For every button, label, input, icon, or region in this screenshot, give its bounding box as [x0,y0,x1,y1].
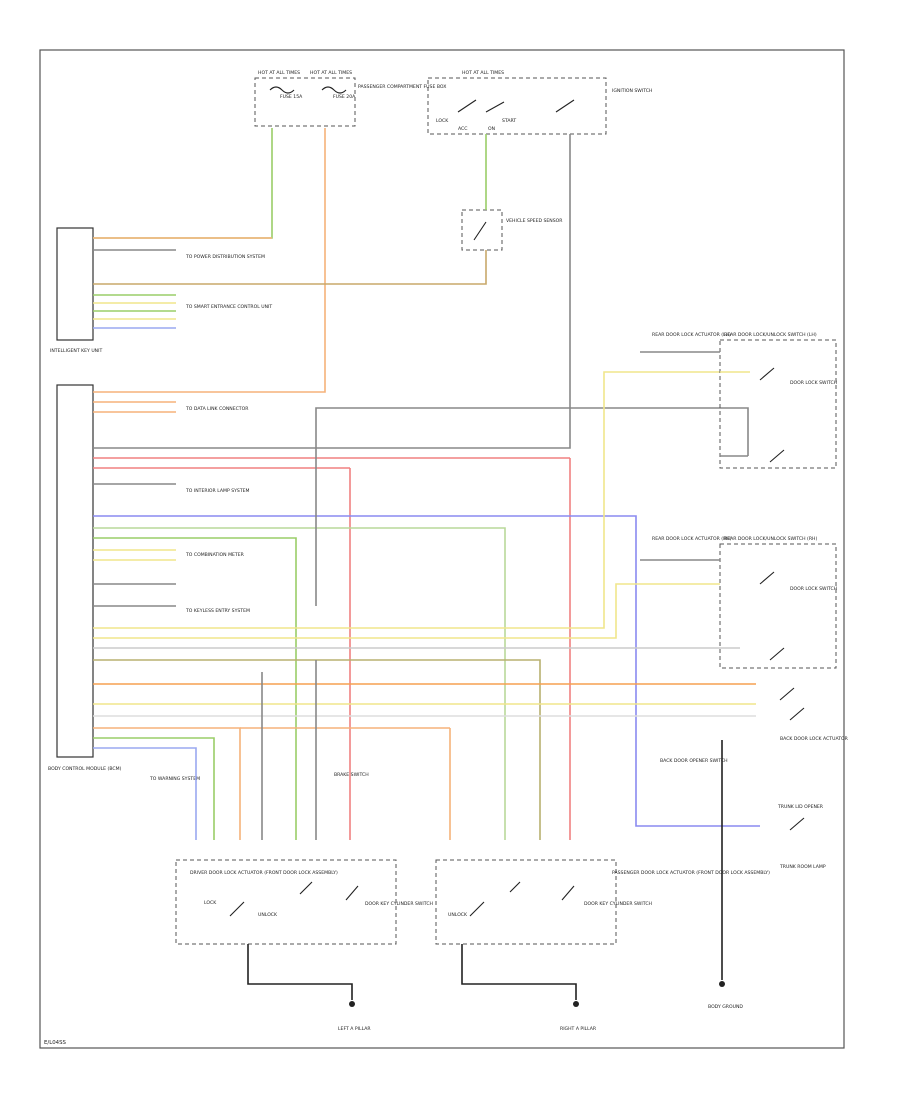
ground-back-dot [719,981,725,987]
wire-orange-driver [93,727,241,840]
driver-door-label: DRIVER DOOR LOCK ACTUATOR (FRONT DOOR LO… [190,870,338,876]
fuse-b-symbol [321,86,347,94]
rear-rh-box [719,543,837,669]
rear-lh-box-label: REAR DOOR LOCK/UNLOCK SWITCH (LH) [724,332,817,338]
wire-green-b [93,527,506,840]
ground-driver-dot [349,1001,355,1007]
rear-rh-box-label: REAR DOOR LOCK/UNLOCK SWITCH (RH) [724,536,817,542]
figure-id: E/L04SS [44,1040,67,1046]
wire-blue-trunk [93,515,760,827]
to-warning: TO WARNING SYSTEM [149,776,200,782]
wire-fuse-b [93,128,326,393]
rear-lh-contacts [759,367,785,463]
fuse-a-label: FUSE 15A [280,94,303,100]
driver-unlock-label: UNLOCK [258,912,278,918]
rear-lh-box [719,339,837,469]
diagram-frame [39,49,845,1049]
pass-door-label: PASSENGER DOOR LOCK ACTUATOR (FRONT DOOR… [612,870,770,876]
rear-rh-contacts [759,571,785,661]
to-comb-meter: TO COMBINATION METER [185,552,245,558]
fuse-b-header: HOT AT ALL TIMES [310,70,352,76]
driver-lock-label: LOCK [204,900,217,906]
intelligent-key-unit [56,227,94,341]
door-key-rh: DOOR KEY CYLINDER SWITCH [584,901,652,907]
ignition-header: HOT AT ALL TIMES [462,70,504,76]
back-door-label: BACK DOOR LOCK ACTUATOR [780,736,849,742]
wire-yellow-rear-rh [93,583,720,639]
driver-switch-contacts [229,881,359,917]
bcm-label: BODY CONTROL MODULE (BCM) [48,766,122,772]
fuse-box [254,77,356,127]
trunk-contact [789,817,805,831]
wire-ign-blk [93,134,571,449]
wire-brake-ik [93,250,487,285]
fuse-box-label: PASSENGER COMPARTMENT FUSE BOX [358,84,446,90]
pass-door-box [435,859,617,945]
ignition-switch-label: IGNITION SWITCH [612,88,652,94]
pass-switch-contacts [469,881,575,917]
wire-green-driver [93,737,215,840]
brake-switch-box [461,209,503,251]
trunk-open-label: TRUNK LID OPENER [777,804,824,810]
wire-green-a [93,537,297,840]
back-door-switch-label: BACK DOOR OPENER SWITCH [660,758,728,764]
wire-olive [93,659,541,840]
wire-ground-pass [461,944,577,1000]
brake-switch-contact [473,221,487,241]
rear-lh-switch-label: DOOR LOCK SWITCH [790,380,837,386]
to-keyless: TO KEYLESS ENTRY SYSTEM [185,608,250,614]
fuse-b-label: FUSE 20A [333,94,356,100]
wire-ground-driver [247,944,353,1000]
wire-fuse-a [93,128,273,239]
ign-lock-label: LOCK [436,118,449,124]
rear-rh-switch-label: DOOR LOCK SWITCH [790,586,837,592]
back-door-contacts [779,687,805,721]
to-smart-entrance: TO SMART ENTRANCE CONTROL UNIT [185,304,272,310]
driver-door-box [175,859,397,945]
brake-sw-label: BRAKE SWITCH [334,772,369,778]
ground-lh-label: LEFT A PILLAR [338,1026,371,1032]
wire-gray-rear-lh [315,407,749,606]
ground-rh-label: RIGHT A PILLAR [560,1026,597,1032]
brake-switch-label: VEHICLE SPEED SENSOR [506,218,563,224]
trunk-ground-label: TRUNK ROOM LAMP [779,864,826,870]
to-power-dist: TO POWER DISTRIBUTION SYSTEM [185,254,265,260]
ign-on-label: ON [488,126,495,132]
to-data-link: TO DATA LINK CONNECTOR [185,406,249,412]
fuse-a-header: HOT AT ALL TIMES [258,70,300,76]
ground-back-label: BODY GROUND [708,1004,743,1010]
ground-pass-dot [573,1001,579,1007]
door-key-lh: DOOR KEY CYLINDER SWITCH [365,901,433,907]
wire-yellow-rear-lh [93,371,720,629]
ignition-contacts [457,99,575,113]
ignition-switch-box [427,77,607,135]
rear-lh-header: REAR DOOR LOCK ACTUATOR (LH) [652,332,731,338]
ign-start-label: START [502,118,516,124]
rear-rh-header: REAR DOOR LOCK ACTUATOR (RH) [652,536,732,542]
fuse-a-symbol [269,86,295,94]
bcm-module [56,384,94,758]
ign-acc-label: ACC [458,126,467,132]
to-interior: TO INTERIOR LAMP SYSTEM [185,488,250,494]
intelligent-key-label: INTELLIGENT KEY UNIT [50,348,102,354]
pass-unlock-label: UNLOCK [448,912,468,918]
wire-blue-driver [93,747,197,840]
